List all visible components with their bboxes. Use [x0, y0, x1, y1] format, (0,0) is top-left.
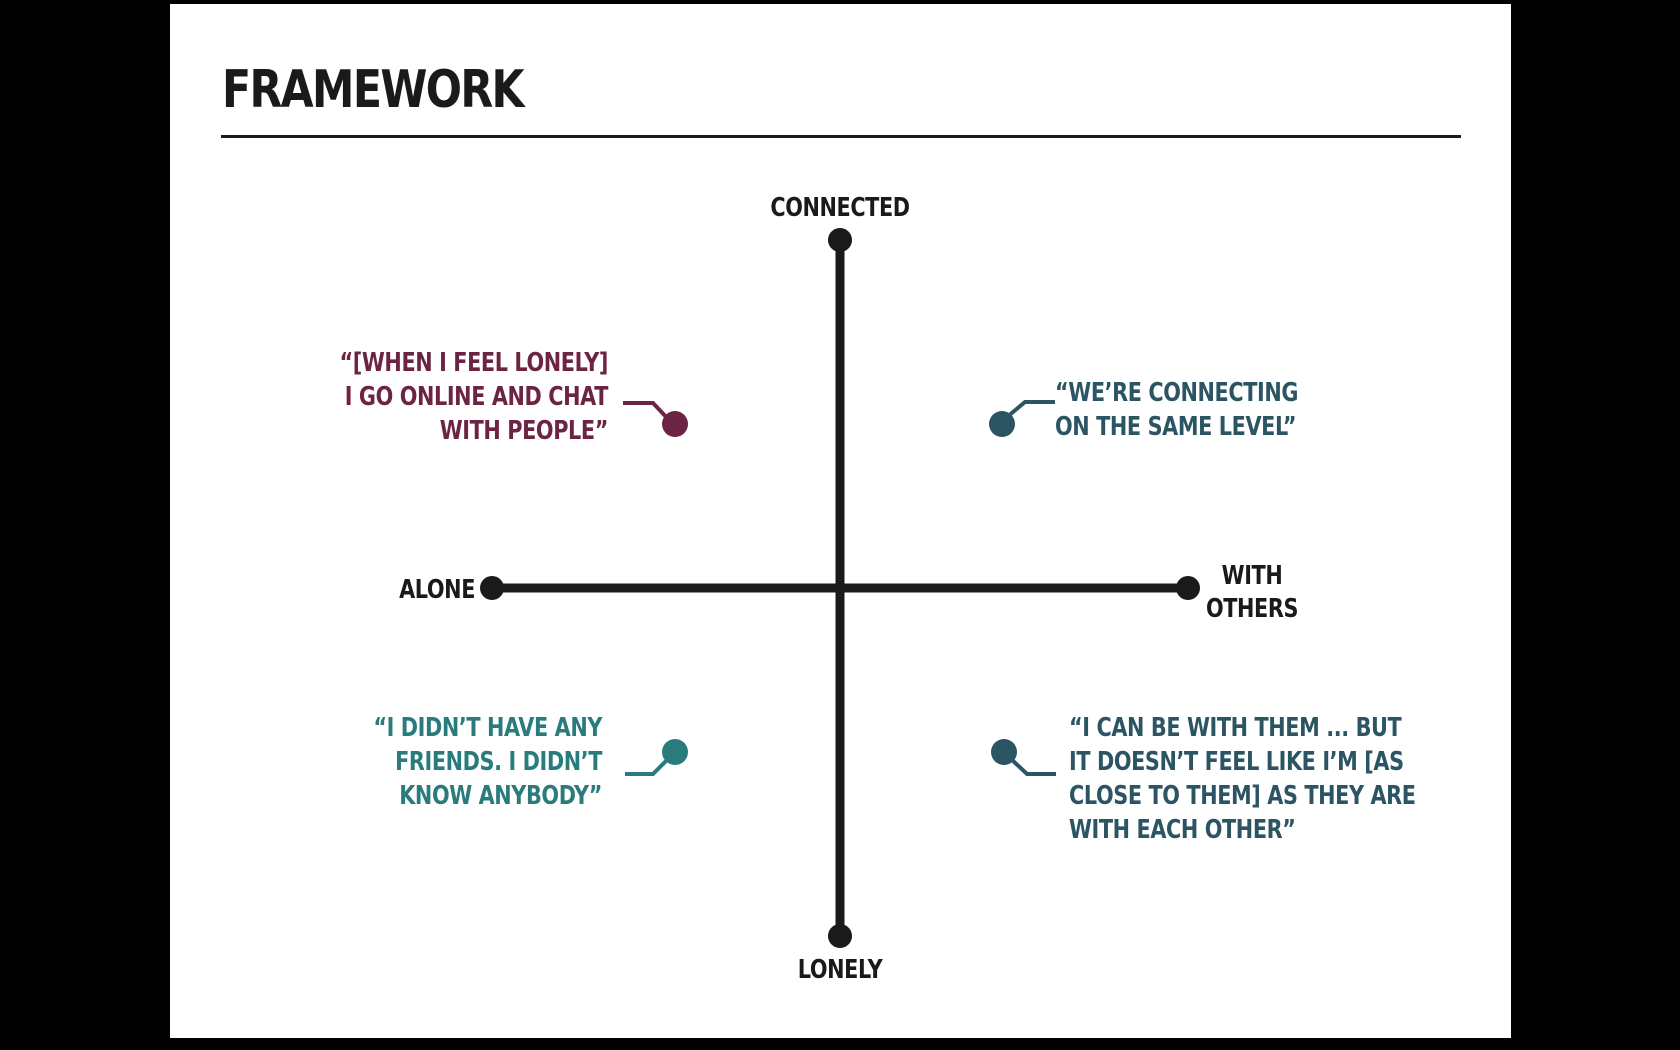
- slide: FRAMEWORK CONNECTED LONELY ALONE WITH OT…: [170, 4, 1511, 1038]
- quote-line: “I DIDN’T HAVE ANY: [373, 713, 602, 743]
- axis-label-right-line-1: WITH: [1221, 561, 1283, 591]
- quote-line: ON THE SAME LEVEL”: [1055, 412, 1297, 442]
- quote-line: FRIENDS. I DIDN’T: [395, 747, 602, 777]
- callout-connector-bottom-right: [1008, 756, 1056, 776]
- quote-line: WITH EACH OTHER”: [1069, 815, 1296, 845]
- quote-line: “WE’RE CONNECTING: [1055, 378, 1299, 408]
- quote-line: KNOW ANYBODY”: [399, 781, 602, 811]
- quote-top-left: “[WHEN I FEEL LONELY] I GO ONLINE AND CH…: [322, 346, 609, 448]
- callout-connector-bottom-left: [625, 755, 672, 776]
- callout-dot-bottom-right: [991, 739, 1017, 765]
- axis-endpoint-left: [480, 576, 504, 600]
- quote-bottom-left: “I DIDN’T HAVE ANY FRIENDS. I DIDN’T KNO…: [314, 711, 602, 813]
- quote-line: I GO ONLINE AND CHAT: [344, 382, 609, 412]
- axis-label-right-line-2: OTHERS: [1205, 594, 1299, 624]
- axis-endpoint-bottom: [828, 924, 852, 948]
- quote-line: “I CAN BE WITH THEM ... BUT: [1069, 713, 1402, 743]
- quote-line: CLOSE TO THEM] AS THEY ARE: [1069, 781, 1416, 811]
- callout-dot-top-right: [989, 411, 1015, 437]
- quote-top-right: “WE’RE CONNECTING ON THE SAME LEVEL”: [1055, 376, 1327, 444]
- quadrant-axes: [480, 228, 1200, 948]
- axis-endpoint-right: [1176, 576, 1200, 600]
- axis-label-left: ALONE: [399, 575, 475, 605]
- slide-title: FRAMEWORK: [222, 60, 525, 120]
- callout-connector-top-left: [623, 401, 671, 422]
- quote-line: “[WHEN I FEEL LONELY]: [339, 348, 609, 378]
- axis-endpoint-top: [828, 228, 852, 252]
- callout-connector-top-right: [1005, 400, 1055, 419]
- axis-label-top: CONNECTED: [770, 193, 910, 223]
- callout-dot-top-left: [662, 411, 688, 437]
- quote-bottom-right: “I CAN BE WITH THEM ... BUT IT DOESN’T F…: [1069, 711, 1416, 847]
- title-underline: [221, 135, 1461, 138]
- axis-label-right: WITH OTHERS: [1204, 560, 1300, 626]
- callout-dot-bottom-left: [662, 739, 688, 765]
- axis-label-bottom: LONELY: [797, 955, 883, 985]
- quote-line: WITH PEOPLE”: [439, 416, 609, 446]
- quote-line: IT DOESN’T FEEL LIKE I’M [AS: [1069, 747, 1404, 777]
